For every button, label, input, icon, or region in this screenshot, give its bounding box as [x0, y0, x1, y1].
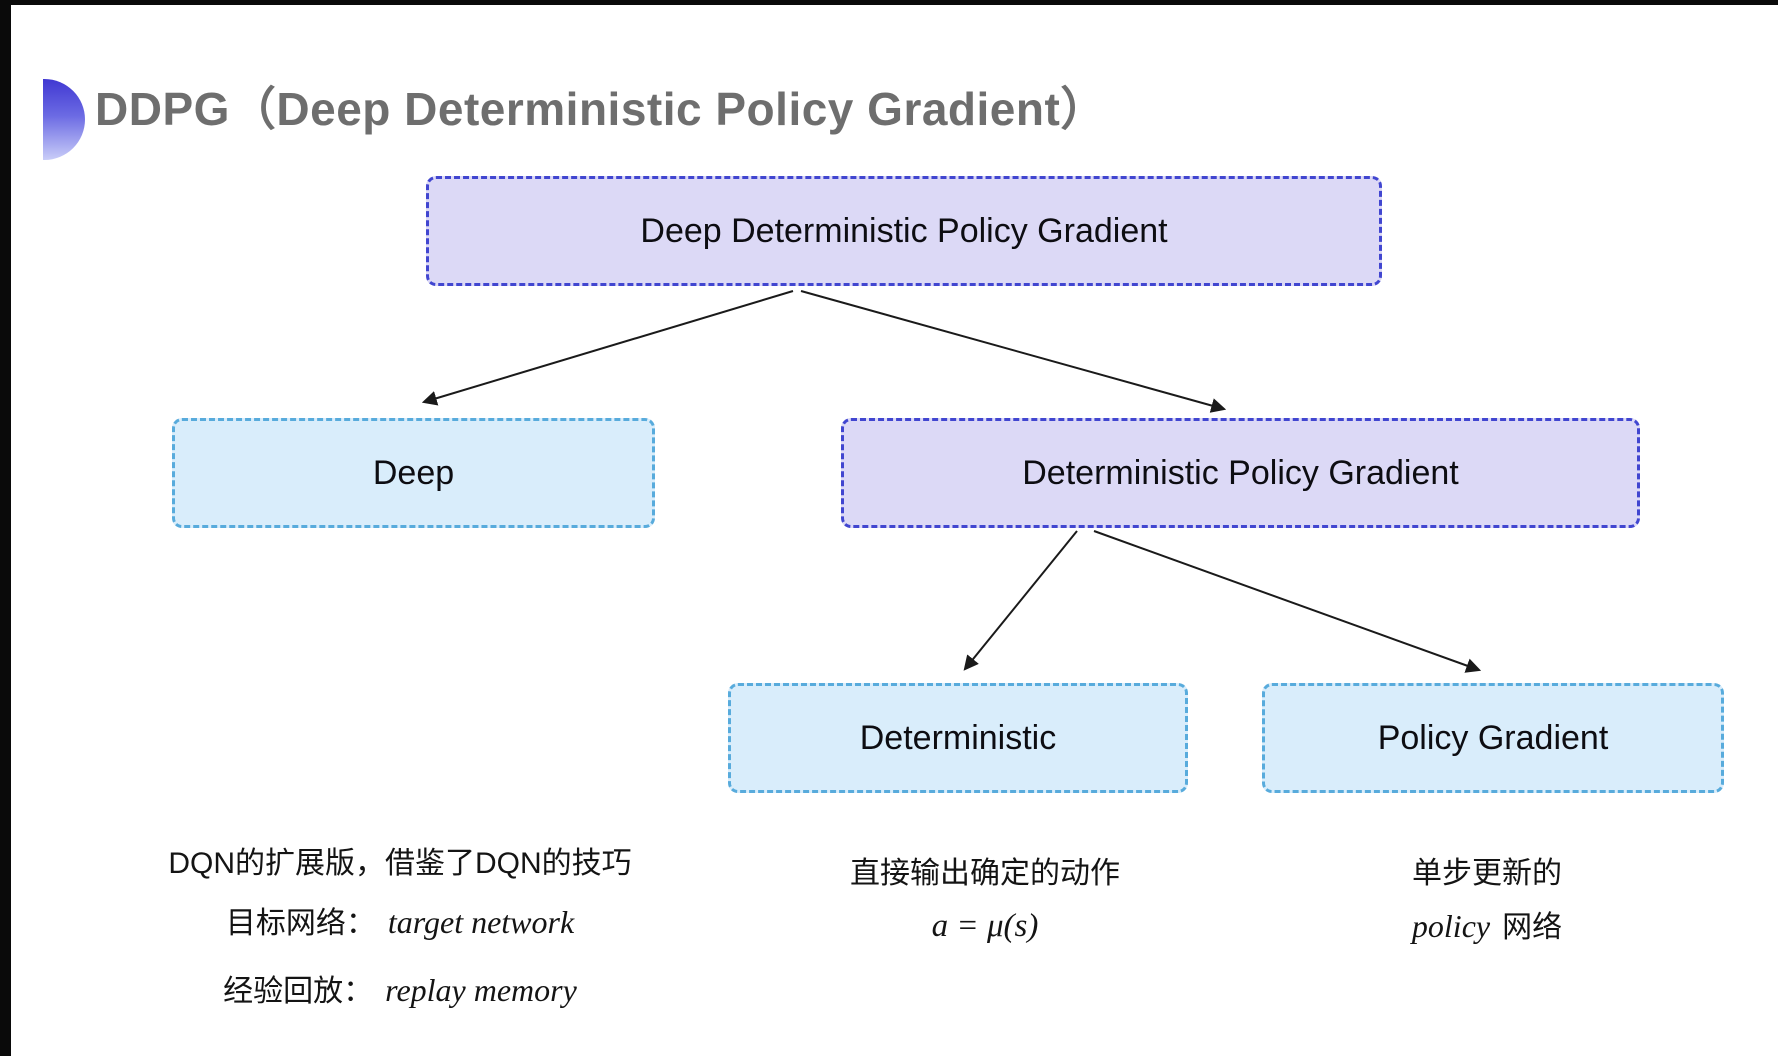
note-deep-replay-memory: 经验回放： replay memory: [168, 964, 631, 1018]
arrow-root-to-dpg: [800, 290, 1227, 413]
left-edge-bar: [0, 0, 11, 1056]
node-policy-gradient: Policy Gradient: [1262, 683, 1724, 793]
node-root: Deep Deterministic Policy Gradient: [426, 176, 1382, 286]
note-deep-line1: DQN的扩展版，借鉴了DQN的技巧: [168, 847, 632, 880]
policy-term: policy: [1411, 908, 1491, 944]
node-deterministic: Deterministic: [728, 683, 1188, 793]
arrow-root-to-deep: [421, 290, 794, 406]
policy-suffix: 网络: [1502, 911, 1563, 944]
node-root-label: Deep Deterministic Policy Gradient: [640, 211, 1168, 250]
note-policy-gradient-line1: 单步更新的: [1412, 857, 1562, 890]
note-deterministic: 直接输出确定的动作 a = μ(s): [850, 848, 1120, 952]
node-deterministic-label: Deterministic: [859, 718, 1057, 757]
node-deep-label: Deep: [372, 453, 455, 492]
target-network-term: target network: [387, 904, 575, 940]
target-network-label: 目标网络：: [225, 907, 376, 940]
title-bullet-icon: [43, 79, 85, 160]
top-edge-bar: [0, 0, 1778, 5]
node-deep: Deep: [172, 418, 655, 528]
node-dpg-label: Deterministic Policy Gradient: [1022, 453, 1459, 492]
node-policy-gradient-label: Policy Gradient: [1377, 718, 1609, 757]
note-deterministic-line1: 直接输出确定的动作: [850, 857, 1120, 890]
note-deep: DQN的扩展版，借鉴了DQN的技巧 目标网络： target network 经验…: [168, 838, 631, 1018]
page-title: DDPG（Deep Deterministic Policy Gradient）: [95, 83, 1107, 135]
deterministic-formula: a = μ(s): [931, 908, 1039, 944]
node-deterministic-policy-gradient: Deterministic Policy Gradient: [841, 418, 1640, 528]
arrow-dpg-to-policy-gradient: [1093, 530, 1482, 673]
note-deep-target-network: 目标网络： target network: [168, 896, 631, 950]
note-policy-gradient-line2: policy 网络: [1412, 900, 1562, 954]
replay-memory-label: 经验回放：: [223, 975, 374, 1008]
note-policy-gradient: 单步更新的 policy 网络: [1412, 848, 1562, 954]
arrow-dpg-to-deterministic: [963, 530, 1078, 671]
replay-memory-term: replay memory: [385, 972, 577, 1008]
